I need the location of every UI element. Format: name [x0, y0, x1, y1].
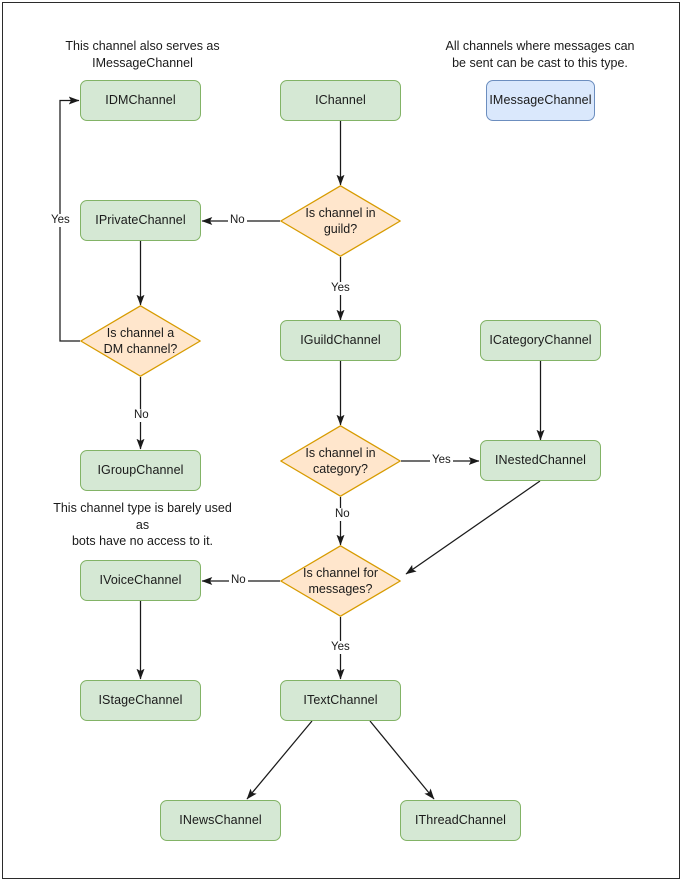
edge-inestedchannel-to-isformessages: [405, 480, 541, 575]
node-igroupchannel[interactable]: IGroupChannel: [80, 450, 201, 491]
decision-is-channel-for-messages[interactable]: Is channel for messages?: [280, 545, 401, 617]
edge-label-dm-no: No: [132, 409, 151, 422]
decision-is-channel-in-guild[interactable]: Is channel in guild?: [280, 185, 401, 257]
decision-is-channel-a-dm-channel[interactable]: Is channel a DM channel?: [80, 305, 201, 377]
node-itextchannel[interactable]: ITextChannel: [280, 680, 401, 721]
node-inestedchannel[interactable]: INestedChannel: [480, 440, 601, 481]
note-group-channel: This channel type is barely used as bots…: [53, 501, 232, 548]
edge-label-messages-no: No: [229, 574, 248, 587]
decision-label: Is channel in category?: [305, 445, 376, 476]
edge-label-category-no: No: [333, 508, 352, 521]
node-ivoicechannel[interactable]: IVoiceChannel: [80, 560, 201, 601]
node-icategorychannel[interactable]: ICategoryChannel: [480, 320, 601, 361]
edge-label-guild-yes: Yes: [329, 282, 352, 295]
note-dm-channel: This channel also serves as IMessageChan…: [65, 39, 220, 70]
edge-itextchannel-to-ithreadchannel: [369, 720, 435, 800]
node-istagechannel[interactable]: IStageChannel: [80, 680, 201, 721]
decision-label: Is channel in guild?: [305, 205, 376, 236]
edge-itextchannel-to-inewschannel: [246, 720, 313, 800]
edge-label-dm-yes: Yes: [49, 214, 72, 227]
node-ichannel[interactable]: IChannel: [280, 80, 401, 121]
edge-label-messages-yes: Yes: [329, 641, 352, 654]
decision-label: Is channel a DM channel?: [103, 325, 178, 356]
node-imessagechannel[interactable]: IMessageChannel: [486, 80, 595, 121]
note-message-channel: All channels where messages can be sent …: [445, 39, 635, 70]
node-iguildchannel[interactable]: IGuildChannel: [280, 320, 401, 361]
decision-label: Is channel for messages?: [302, 565, 379, 596]
node-ithreadchannel[interactable]: IThreadChannel: [400, 800, 521, 841]
edge-label-category-yes: Yes: [430, 454, 453, 467]
node-idmchannel[interactable]: IDMChannel: [80, 80, 201, 121]
node-iprivatechannel[interactable]: IPrivateChannel: [80, 200, 201, 241]
edge-label-guild-no: No: [228, 214, 247, 227]
node-inewschannel[interactable]: INewsChannel: [160, 800, 281, 841]
decision-is-channel-in-category[interactable]: Is channel in category?: [280, 425, 401, 497]
